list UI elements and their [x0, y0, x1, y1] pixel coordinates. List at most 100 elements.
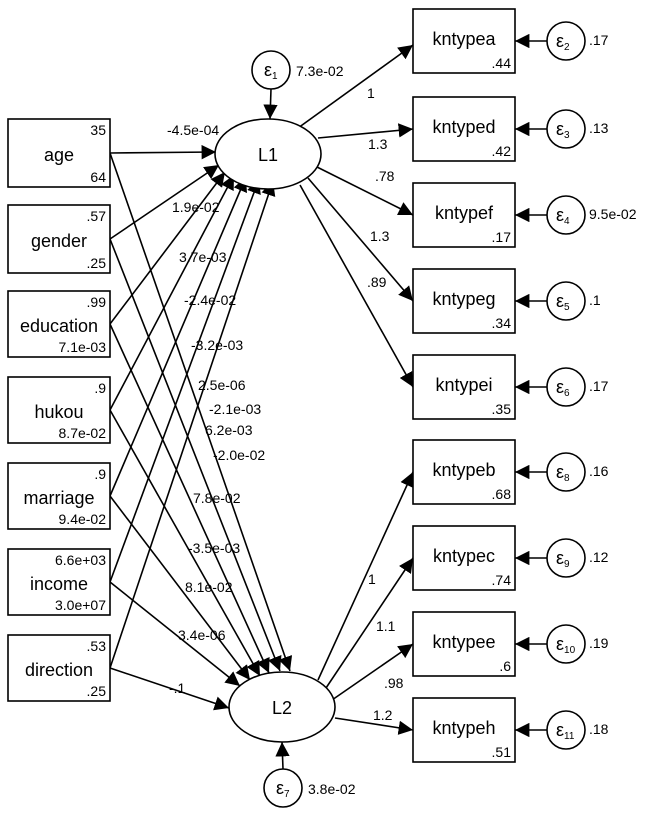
observed-direction: .53 direction .25 [7, 634, 111, 702]
latent-error-value-L1: 7.3e-02 [296, 63, 344, 79]
path-education-L1 [109, 171, 226, 325]
observed-mean-education: .99 [87, 294, 107, 310]
loading-label-kntyped: 1.3 [368, 136, 388, 152]
observed-label-hukou: hukou [34, 402, 83, 422]
indicator-label-kntypee: kntypee [432, 632, 495, 652]
nodes-layer: 35age64.57gender.25.99education7.1e-03.9… [7, 8, 637, 808]
path-coef-marriage-L1: -3.2e-03 [191, 337, 243, 353]
observed-label-direction: direction [25, 660, 93, 680]
indicator-error-circle-kntypeb [546, 452, 586, 492]
indicator-box-kntypei [412, 354, 516, 420]
indicator-r2-kntypea: .44 [492, 55, 512, 71]
loading-label-kntypeh_extra: 1.2 [373, 707, 393, 723]
indicator-label-kntyped: kntyped [432, 117, 495, 137]
latent-error-circle-L1 [251, 50, 291, 90]
indicator-r2-kntypee: .6 [499, 658, 511, 674]
observed-box-income [7, 548, 111, 616]
path-loading-kntypeh [334, 717, 414, 735]
path-direction-L1 [109, 180, 276, 669]
labels-layer: -4.5e-041.9e-023.7e-03-2.4e-02-3.2e-032.… [167, 85, 404, 723]
loading-label-kntypef: .78 [375, 168, 395, 184]
indicator-r2-kntyped: .42 [492, 143, 512, 159]
indicator-error-circle-kntypei [546, 367, 586, 407]
indicator-error-value-kntypec: .12 [589, 549, 609, 565]
observed-label-marriage: marriage [23, 488, 94, 508]
path-coef-hukou-L1: -2.4e-02 [184, 292, 236, 308]
observed-mean-gender: .57 [87, 208, 107, 224]
path-hukou-L2 [109, 409, 261, 677]
path-loading-kntypea [297, 44, 414, 129]
latent-L2: L2 [228, 671, 336, 743]
observed-mean-age: 35 [90, 122, 106, 138]
path-loading-kntypei [299, 184, 414, 388]
observed-label-education: education [20, 316, 98, 336]
path-marriage-L2 [109, 495, 251, 681]
observed-box-education [7, 290, 111, 358]
observed-var-hukou: 8.7e-02 [59, 425, 107, 441]
latent-label-L2: L2 [272, 698, 292, 718]
path-gender-L2 [109, 238, 282, 672]
loading-label-kntypec: 1 [368, 571, 376, 587]
path-error-to-L1 [263, 88, 278, 120]
path-gender-L1 [109, 164, 220, 240]
observed-box-marriage [7, 462, 111, 530]
observed-box-gender [7, 204, 111, 274]
observed-box-direction [7, 634, 111, 702]
latent-error-circle-L2 [263, 768, 303, 808]
path-coef-direction-L2: -.1 [169, 680, 186, 696]
indicator-label-kntypec: kntypec [433, 546, 495, 566]
indicator-box-kntypeb [412, 439, 516, 505]
indicator-label-kntypei: kntypei [435, 375, 492, 395]
indicator-box-kntypec [412, 525, 516, 591]
observed-var-direction: .25 [87, 683, 107, 699]
latent-L1: L1 [214, 118, 322, 190]
path-age-L2 [109, 152, 293, 672]
indicator-error-circle-kntypef [546, 195, 586, 235]
observed-label-gender: gender [31, 231, 87, 251]
observed-var-age: 64 [90, 169, 106, 185]
loading-label-kntypea: 1 [367, 85, 375, 101]
indicator-label-kntypea: kntypea [432, 29, 496, 49]
indicator-r2-kntypeb: .68 [492, 486, 512, 502]
indicator-r2-kntypec: .74 [492, 572, 512, 588]
indicator-error-circle-kntypeg [546, 281, 586, 321]
path-income-L2 [109, 581, 241, 687]
observed-mean-direction: .53 [87, 638, 107, 654]
observed-age: 35 age 64 [7, 118, 111, 188]
path-coef-gender-L2: -2.0e-02 [213, 447, 265, 463]
indicator-label-kntypef: kntypef [435, 203, 494, 223]
indicator-label-kntypeb: kntypeb [432, 460, 495, 480]
path-loading-kntypee [331, 643, 414, 701]
indicator-label-kntypeg: kntypeg [432, 289, 495, 309]
path-loading-kntypec [325, 557, 414, 689]
indicator-label-kntypeh: kntypeh [432, 718, 495, 738]
path-coef-income-L2: 3.4e-06 [178, 627, 226, 643]
indicator-error-circle-kntyped [546, 109, 586, 149]
latent-ellipse-L1 [214, 118, 322, 190]
observed-label-age: age [44, 145, 74, 165]
latent-label-L1: L1 [258, 145, 278, 165]
path-coef-income-L1: 2.5e-06 [198, 377, 246, 393]
loading-label-kntypei: .89 [367, 274, 387, 290]
indicator-error-value-kntypeg: .1 [589, 292, 601, 308]
observed-box-hukou [7, 376, 111, 444]
path-error-to-L2 [275, 741, 290, 770]
indicator-error-circle-kntypec [546, 538, 586, 578]
indicator-error-value-kntypeb: .16 [589, 463, 609, 479]
indicator-box-kntypee [412, 611, 516, 677]
path-marriage-L1 [109, 176, 247, 497]
latent-error-value-L2: 3.8e-02 [308, 781, 356, 797]
